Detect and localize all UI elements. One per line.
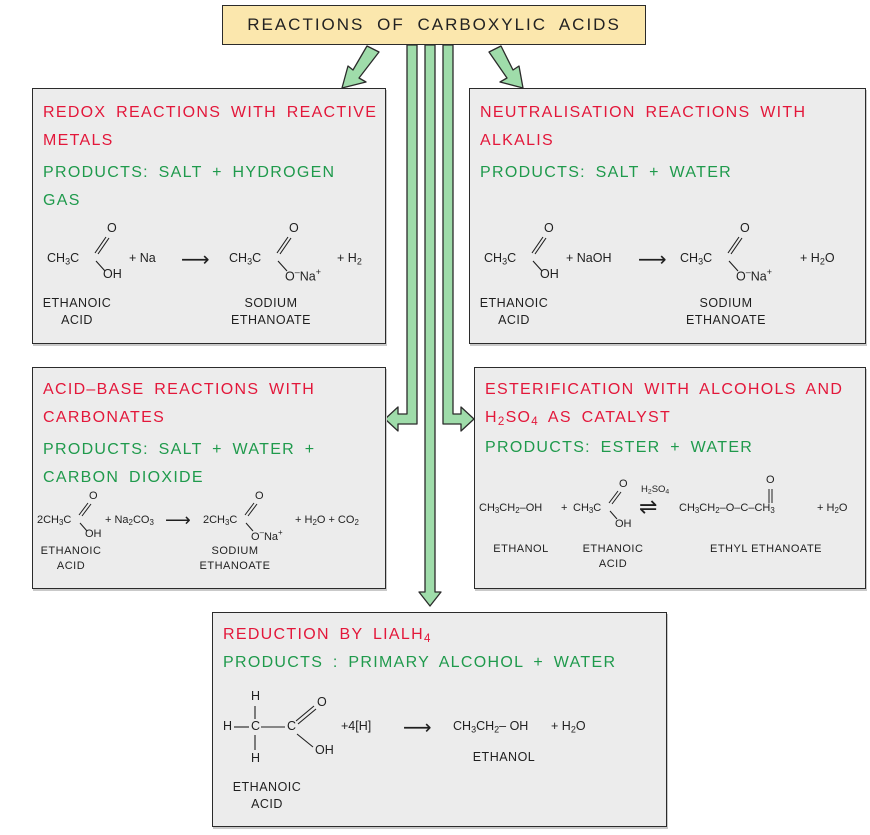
- arrow-to-redox: [341, 45, 380, 89]
- redox-products: PRODUCTS: SALT + HYDROGEN GAS: [43, 164, 336, 209]
- reduction-arrow: ⟶: [403, 717, 432, 739]
- redox-arrow: ⟶: [181, 249, 210, 271]
- neutralisation-reactant-oh: OH: [540, 267, 559, 281]
- reduction-label-ethanol: ETHANOL: [472, 750, 536, 764]
- neutralisation-product-bonds: [727, 236, 743, 272]
- arrow-to-acid-base: [384, 44, 418, 432]
- arrow-to-esterification: [442, 44, 475, 432]
- neutralisation-heading: NEUTRALISATION REACTIONS WITH ALKALIS: [480, 104, 807, 149]
- acid-base-product-ona: O–Na+: [251, 528, 283, 543]
- reduction-carbon-1: C: [251, 719, 261, 733]
- reduction-label-acid: ETHANOIC ACID: [232, 780, 302, 811]
- neutralisation-reagent: + NaOH: [566, 251, 612, 265]
- redox-reactant-bonds: [94, 236, 110, 272]
- esterification-ester: CH3CH2–O–C–CH3: [679, 502, 775, 515]
- esterification-acid-oh: OH: [615, 518, 632, 530]
- reduction-byproduct: + H2O: [551, 719, 586, 735]
- redox-reactant-oh: OH: [103, 267, 122, 281]
- esterification-label-acid: ETHANOIC ACID: [582, 543, 644, 570]
- redox-label-acid: ETHANOIC ACID: [42, 296, 112, 327]
- acid-base-label-salt: SODIUM ETHANOATE: [199, 545, 271, 572]
- esterification-byproduct: + H2O: [817, 502, 848, 515]
- arrow-to-neutralisation: [488, 45, 524, 89]
- reduction-heading: REDUCTION BY LiAlH4: [223, 626, 432, 645]
- acid-base-box: ACID–BASE REACTIONS WITH CARBONATES PROD…: [32, 367, 386, 589]
- acid-base-product: 2CH3C: [203, 514, 238, 527]
- neutralisation-product: CH3C: [680, 251, 713, 267]
- esterification-ester-o: O: [766, 474, 775, 486]
- acid-base-reagent: + Na2CO3: [105, 514, 154, 527]
- reduction-product: CH3CH2– OH: [453, 719, 529, 735]
- esterification-label-ethanol: ETHANOL: [493, 543, 549, 555]
- esterification-ester-bonds: [768, 489, 773, 503]
- acid-base-reactant-bonds: [78, 502, 92, 532]
- reduction-o: O: [317, 695, 327, 709]
- esterification-acid: CH3C: [573, 502, 602, 515]
- redox-reactant: CH3C: [47, 251, 80, 267]
- acid-base-heading: ACID–BASE REACTIONS WITH CARBONATES: [43, 381, 316, 426]
- acid-base-reactant-oh: OH: [85, 528, 102, 540]
- esterification-catalyst: H2SO4: [641, 484, 670, 496]
- neutralisation-reactant-o: O: [544, 221, 554, 235]
- reduction-carbon-2: C: [287, 719, 297, 733]
- acid-base-reactant: 2CH3C: [37, 514, 72, 527]
- redox-product-ona: O–Na+: [285, 267, 321, 284]
- redox-box: REDOX REACTIONS WITH REACTIVE METALS PRO…: [32, 88, 386, 344]
- redox-product-o: O: [289, 221, 299, 235]
- esterification-heading: ESTERIFICATION WITH ALCOHOLS AND H2SO4 A…: [485, 381, 844, 428]
- reduction-oh: OH: [315, 743, 334, 757]
- arrow-to-reduction: [418, 44, 442, 607]
- reduction-h-top: H: [251, 689, 261, 703]
- neutralisation-reactant-bonds: [531, 236, 547, 272]
- esterification-acid-o: O: [619, 478, 628, 490]
- reduction-products: PRODUCTS : PRIMARY ALCOHOL + WATER: [223, 654, 617, 671]
- redox-reactant-o: O: [107, 221, 117, 235]
- neutralisation-label-salt: SODIUM ETHANOATE: [686, 296, 766, 327]
- neutralisation-product-o: O: [740, 221, 750, 235]
- acid-base-product-o: O: [255, 490, 264, 502]
- esterification-products: PRODUCTS: ESTER + WATER: [485, 439, 754, 456]
- redox-product-bonds: [276, 236, 292, 272]
- esterification-label-ester: ETHYL ETHANOATE: [709, 543, 823, 555]
- acid-base-arrow: ⟶: [165, 510, 191, 530]
- acid-base-product-bonds: [244, 502, 258, 532]
- reduction-h-left: H: [223, 719, 233, 733]
- reduction-reagent: +4[H]: [341, 719, 372, 733]
- neutralisation-box: NEUTRALISATION REACTIONS WITH ALKALIS PR…: [469, 88, 866, 344]
- neutralisation-products: PRODUCTS: SALT + WATER: [480, 164, 733, 181]
- neutralisation-reactant: CH3C: [484, 251, 517, 267]
- redox-label-salt: SODIUM ETHANOATE: [231, 296, 311, 327]
- neutralisation-arrow: ⟶: [638, 249, 667, 271]
- reduction-box: REDUCTION BY LiAlH4 PRODUCTS : PRIMARY A…: [212, 612, 667, 827]
- esterification-plus: +: [561, 502, 568, 514]
- esterification-acid-bonds: [608, 490, 622, 520]
- reduction-h-bottom: H: [251, 751, 261, 765]
- redox-heading: REDOX REACTIONS WITH REACTIVE METALS: [43, 104, 378, 149]
- neutralisation-label-acid: ETHANOIC ACID: [479, 296, 549, 327]
- acid-base-label-acid: ETHANOIC ACID: [40, 545, 102, 572]
- reduction-bonds: [234, 705, 317, 750]
- acid-base-byproduct: + H2O + CO2: [295, 514, 359, 527]
- redox-byproduct: + H2: [337, 251, 362, 267]
- neutralisation-product-ona: O–Na+: [736, 267, 772, 284]
- redox-product: CH3C: [229, 251, 262, 267]
- esterification-equilibrium-arrow: ⇌: [639, 494, 658, 519]
- acid-base-reactant-o: O: [89, 490, 98, 502]
- redox-reagent: + Na: [129, 251, 156, 265]
- neutralisation-byproduct: + H2O: [800, 251, 835, 267]
- esterification-box: ESTERIFICATION WITH ALCOHOLS AND H2SO4 A…: [474, 367, 866, 589]
- acid-base-products: PRODUCTS: SALT + WATER + CARBON DIOXIDE: [43, 441, 316, 486]
- esterification-ethanol: CH3CH2–OH: [479, 502, 543, 515]
- diagram-title: REACTIONS OF CARBOXYLIC ACIDS: [222, 5, 646, 45]
